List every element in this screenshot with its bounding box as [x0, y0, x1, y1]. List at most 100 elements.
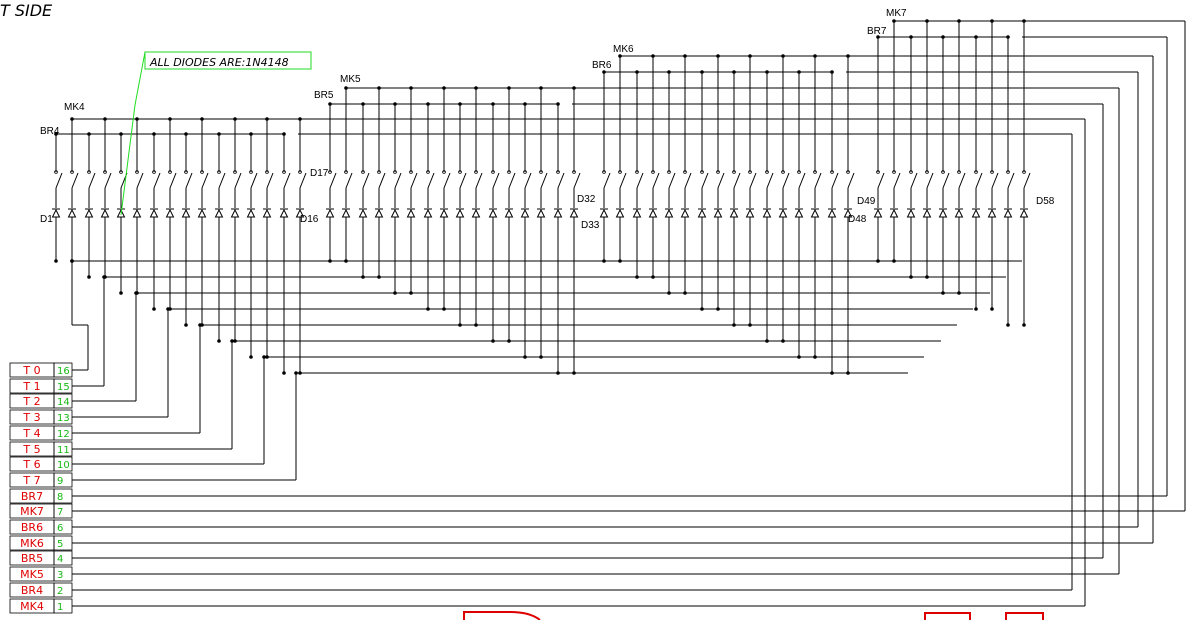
switch-terminal — [635, 170, 639, 174]
junction-dot — [683, 54, 687, 58]
diode-symbol — [246, 208, 256, 218]
junction-dot — [102, 275, 106, 279]
connector-pin-number: 4 — [57, 554, 63, 565]
diode-symbol — [390, 208, 400, 218]
connector-pin-number: 6 — [57, 523, 63, 534]
switch-terminal — [683, 170, 687, 174]
switch-blade — [782, 172, 790, 189]
switch-blade — [329, 172, 337, 189]
junction-dot — [184, 323, 188, 327]
switch-terminal — [168, 170, 172, 174]
switch-blade — [540, 172, 548, 189]
junction-dot — [474, 86, 478, 90]
diode-symbol — [1019, 208, 1029, 218]
switch-terminal — [249, 170, 253, 174]
note-box — [144, 51, 312, 70]
junction-dot — [892, 19, 896, 23]
connector-pin-name: T 2 — [22, 395, 40, 408]
switch-terminal — [748, 170, 752, 174]
junction-dot — [523, 102, 527, 106]
group-mk-label: MK6 — [613, 44, 634, 55]
connector-num-cell — [53, 535, 73, 551]
diode-symbol — [873, 208, 883, 218]
junction-dot — [54, 259, 58, 263]
switch-blade — [733, 172, 741, 189]
connector-num-cell — [53, 378, 73, 394]
switch-blade — [975, 172, 983, 189]
diode-symbol — [794, 208, 804, 218]
diode-symbol — [325, 208, 335, 218]
switch-blade — [942, 172, 950, 189]
switch-blade — [362, 172, 370, 189]
switch-terminal — [618, 170, 622, 174]
diode-symbol — [358, 208, 368, 218]
diode-first-label: D49 — [857, 196, 876, 207]
junction-dot — [217, 339, 221, 343]
connector-pin-name: T 1 — [22, 380, 40, 393]
switch-terminal — [830, 170, 834, 174]
connector-pin-name: T 0 — [22, 364, 40, 377]
switch-blade — [831, 172, 839, 189]
junction-dot — [830, 70, 834, 74]
switch-blade — [717, 172, 725, 189]
junction-dot — [409, 86, 413, 90]
switch-blade — [847, 172, 855, 189]
connector-pin-number: 5 — [57, 539, 63, 550]
switch-terminal — [135, 170, 139, 174]
switch-blade — [71, 172, 79, 189]
switch-terminal — [491, 170, 495, 174]
junction-dot — [990, 19, 994, 23]
junction-dot — [166, 307, 170, 311]
switch-blade — [378, 172, 386, 189]
sheet-title: T SIDE — [0, 1, 53, 20]
junction-dot — [1006, 35, 1010, 39]
diode-symbol — [906, 208, 916, 218]
junction-dot — [797, 70, 801, 74]
switch-terminal — [217, 170, 221, 174]
connector-pin-name: BR5 — [21, 552, 43, 565]
connector-pin-number: 11 — [57, 445, 70, 456]
switch-blade — [652, 172, 660, 189]
switch-blade — [443, 172, 451, 189]
connector-pin-name: BR4 — [21, 584, 43, 597]
diode-symbol — [810, 208, 820, 218]
switch-blade — [283, 172, 291, 189]
diode-symbol — [778, 208, 788, 218]
junction-dot — [651, 54, 655, 58]
junction-dot — [344, 86, 348, 90]
switch-blade — [619, 172, 627, 189]
switch-terminal — [556, 170, 560, 174]
diode-symbol — [406, 208, 416, 218]
junction-dot — [262, 355, 266, 359]
junction-dot — [134, 291, 138, 295]
switch-terminal — [909, 170, 913, 174]
diode-symbol — [51, 208, 61, 218]
switch-blade — [55, 172, 63, 189]
diode-symbol — [262, 208, 272, 218]
diode-symbol — [520, 208, 530, 218]
switch-terminal — [458, 170, 462, 174]
switch-terminal — [765, 170, 769, 174]
switch-blade — [749, 172, 757, 189]
switch-terminal — [781, 170, 785, 174]
switch-blade — [104, 172, 112, 189]
junction-dot — [507, 86, 511, 90]
diode-symbol — [938, 208, 948, 218]
red-mark — [924, 612, 971, 620]
switch-blade — [136, 172, 144, 189]
switch-terminal — [651, 170, 655, 174]
diode-symbol — [971, 208, 981, 218]
junction-dot — [1006, 323, 1010, 327]
switch-terminal — [732, 170, 736, 174]
junction-dot — [198, 323, 202, 327]
connector-num-cell — [53, 503, 73, 519]
junction-dot — [635, 70, 639, 74]
junction-dot — [282, 132, 286, 136]
switch-terminal — [667, 170, 671, 174]
switch-terminal — [426, 170, 430, 174]
diode-symbol — [455, 208, 465, 218]
switch-terminal — [54, 170, 58, 174]
junction-dot — [70, 117, 74, 121]
switch-terminal — [876, 170, 880, 174]
diode-last-label: D32 — [577, 194, 596, 205]
